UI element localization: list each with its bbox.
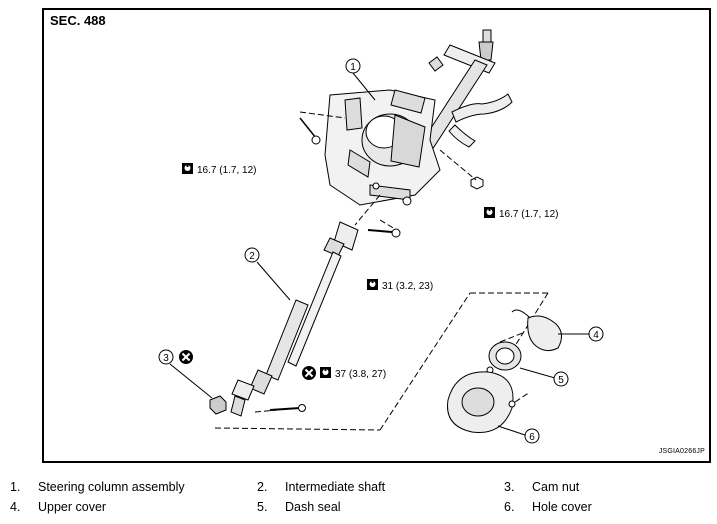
- svg-text:3: 3: [163, 353, 169, 364]
- parts-legend: 1.Steering column assembly 2.Intermediat…: [0, 478, 717, 522]
- legend-item: 5.Dash seal: [257, 500, 341, 514]
- svg-text:1: 1: [350, 62, 356, 73]
- cam-nut: [209, 395, 227, 415]
- torque-wrench-icon: [484, 207, 495, 218]
- svg-text:16.7 (1.7, 12): 16.7 (1.7, 12): [197, 165, 256, 176]
- torque-wrench-icon: [320, 367, 331, 378]
- torque-spec-3: 31 (3.2, 23): [367, 279, 433, 292]
- torque-spec-2: 16.7 (1.7, 12): [484, 207, 558, 220]
- do-not-reuse-icon: [301, 365, 317, 381]
- svg-text:37 (3.8, 27): 37 (3.8, 27): [335, 369, 386, 380]
- svg-text:16.7 (1.7, 12): 16.7 (1.7, 12): [499, 209, 558, 220]
- column-mounting-bolt-left: [299, 117, 321, 145]
- lower-joint-bolt: [269, 404, 306, 412]
- callout-2: 2: [244, 247, 291, 301]
- svg-text:31 (3.2, 23): 31 (3.2, 23): [382, 281, 433, 292]
- legend-item: 4.Upper cover: [10, 500, 107, 514]
- upper-cover: [511, 309, 562, 352]
- torque-wrench-icon: [367, 279, 378, 290]
- svg-text:5: 5: [558, 375, 564, 386]
- callout-3: 3: [158, 349, 213, 399]
- exploded-view-diagram: 1 2 3 4 5 6 16.7 (1.7, 12) 16.7 (1.7, 12…: [158, 29, 604, 444]
- do-not-reuse-icon: [178, 349, 194, 365]
- svg-text:2: 2: [249, 251, 255, 262]
- svg-text:4: 4: [593, 330, 599, 341]
- legend-item: 1.Steering column assembly: [10, 480, 185, 494]
- svg-text:6: 6: [529, 432, 535, 443]
- callout-6: 6: [497, 425, 540, 444]
- legend-item: 6.Hole cover: [504, 500, 592, 514]
- image-code: JSGIA0266JP: [658, 448, 705, 455]
- column-mounting-bolt-right: [470, 176, 484, 190]
- torque-spec-4: 37 (3.8, 27): [301, 365, 386, 381]
- legend-item: 3.Cam nut: [504, 480, 580, 494]
- torque-spec-1: 16.7 (1.7, 12): [182, 163, 256, 176]
- steering-column-assembly: [324, 29, 513, 206]
- section-label: SEC. 488: [50, 13, 106, 28]
- hole-cover: [447, 371, 516, 433]
- diagram-frame: [42, 8, 711, 463]
- legend-item: 2.Intermediate shaft: [257, 480, 386, 494]
- intermediate-shaft: [230, 221, 359, 417]
- callout-1: 1: [345, 58, 376, 101]
- intermediate-shaft-bolt: [367, 228, 401, 238]
- callout-4: 4: [558, 326, 604, 342]
- torque-wrench-icon: [182, 163, 193, 174]
- dash-seal: [486, 341, 522, 374]
- callout-5: 5: [519, 367, 569, 387]
